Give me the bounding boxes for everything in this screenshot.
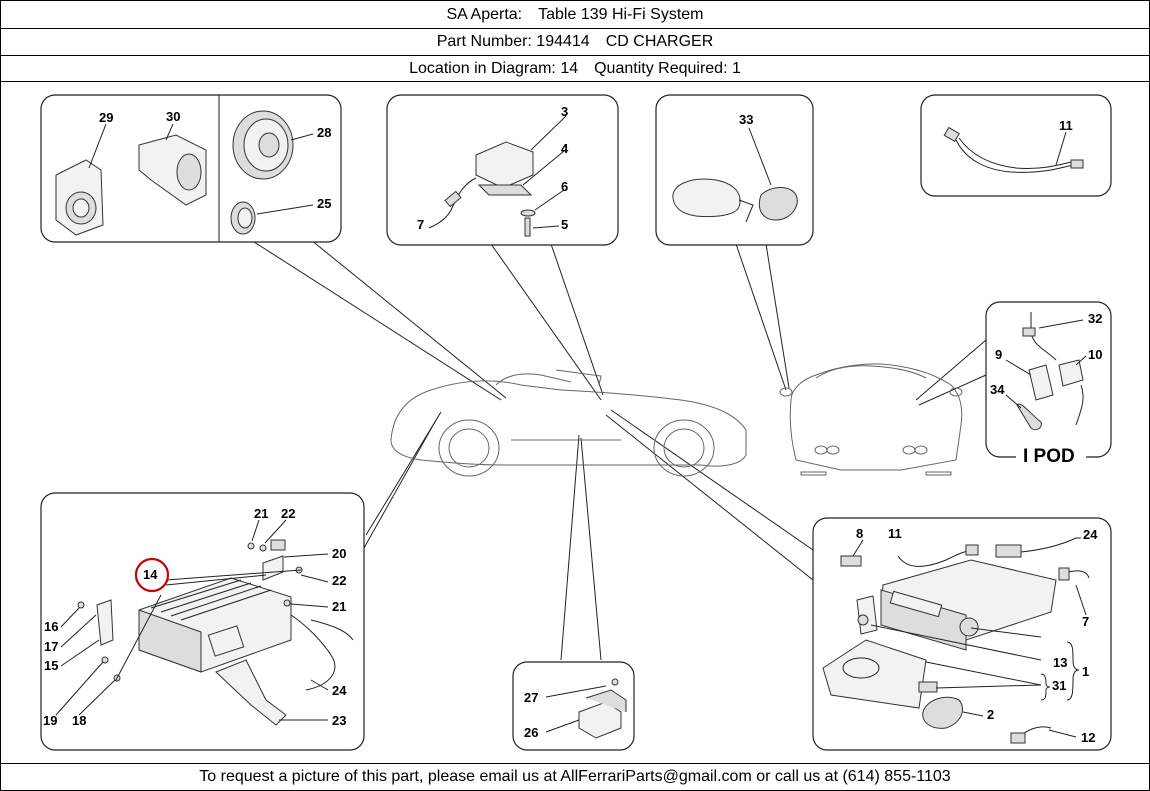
callout-22-top: 22	[281, 506, 295, 521]
callout-14: 14	[143, 567, 158, 582]
antenna-panel: 3 4 6 5 7	[386, 94, 619, 246]
callout-20: 20	[332, 546, 346, 561]
callout-12: 12	[1081, 730, 1095, 745]
callout-32: 32	[1088, 311, 1102, 326]
part-number: Part Number: 194414	[436, 33, 590, 50]
callout-9: 9	[995, 347, 1002, 362]
callout-11-cable: 11	[1059, 118, 1073, 133]
callout-3: 3	[561, 104, 568, 119]
callout-23: 23	[332, 713, 346, 728]
footer-contact: To request a picture of this part, pleas…	[0, 763, 1150, 791]
callout-6: 6	[561, 179, 568, 194]
header-part-row: Part Number: 194414 CD CHARGER	[0, 28, 1150, 55]
speaker-panel: 29 30 28 25	[40, 94, 342, 243]
antenna-module-icon	[475, 141, 534, 189]
callout-13: 13	[1053, 655, 1067, 670]
callout-34: 34	[990, 382, 1005, 397]
cd-changer-panel: 21 22 20 14 22 21 16 17 15 19 18 24 23	[40, 492, 365, 751]
callout-21-bottom: 21	[332, 599, 346, 614]
callout-1: 1	[1082, 664, 1089, 679]
callout-21-top: 21	[254, 506, 268, 521]
header-location-row: Location in Diagram: 14 Quantity Require…	[0, 55, 1150, 82]
diagram-canvas: 29 30 28 25 3 4 6 5 7 33	[40, 94, 1112, 751]
part-name: CD CHARGER	[605, 33, 714, 50]
callout-4: 4	[561, 141, 569, 156]
callout-31: 31	[1052, 678, 1066, 693]
ipod-panel: I POD 32 9 10 34	[985, 301, 1112, 467]
callout-11-head-unit: 11	[888, 526, 902, 541]
callout-19: 19	[43, 713, 57, 728]
ipod-title: I POD	[1023, 446, 1075, 467]
callout-7-head-unit: 7	[1082, 614, 1089, 629]
callout-25: 25	[317, 196, 331, 211]
parts-diagram: 29 30 28 25 3 4 6 5 7 33	[0, 82, 1150, 763]
callout-2: 2	[987, 707, 994, 722]
callout-5: 5	[561, 217, 568, 232]
callout-18: 18	[72, 713, 86, 728]
callout-22-bottom: 22	[332, 573, 346, 588]
model-name: SA Aperta:	[446, 5, 523, 23]
callout-16: 16	[44, 619, 58, 634]
cable-connector-icon	[943, 126, 960, 143]
footer-text: To request a picture of this part, pleas…	[199, 768, 951, 785]
head-unit-panel: 8 11 24 7 13 1 31 2 12	[812, 517, 1112, 751]
callout-24-head-unit: 24	[1083, 527, 1098, 542]
callout-10: 10	[1088, 347, 1102, 362]
header-title-row: SA Aperta: Table 139 Hi-Fi System	[0, 0, 1150, 28]
callout-30: 30	[166, 109, 180, 124]
callout-26: 26	[524, 725, 538, 740]
leader-lines	[250, 239, 987, 661]
callout-27: 27	[524, 690, 538, 705]
table-title: Table 139 Hi-Fi System	[538, 5, 704, 23]
diagram-location: Location in Diagram: 14	[409, 59, 579, 77]
callout-24-changer: 24	[332, 683, 347, 698]
car-side-view	[390, 369, 747, 477]
mirror-panel: 33	[655, 94, 814, 246]
cable-panel: 11	[920, 94, 1112, 197]
quantity-required: Quantity Required: 1	[594, 59, 741, 77]
ipod-adapter-icon	[1028, 364, 1054, 401]
car-rear-view	[779, 363, 963, 476]
module-panel: 27 26	[512, 661, 635, 751]
callout-17: 17	[44, 639, 58, 654]
callout-28: 28	[317, 125, 331, 140]
mirror-icon	[672, 178, 741, 218]
callout-29: 29	[99, 110, 113, 125]
callout-7-antenna: 7	[417, 217, 424, 232]
callout-15: 15	[44, 658, 58, 673]
callout-8: 8	[856, 526, 863, 541]
callout-33: 33	[739, 112, 753, 127]
highlight-ring	[134, 557, 170, 593]
